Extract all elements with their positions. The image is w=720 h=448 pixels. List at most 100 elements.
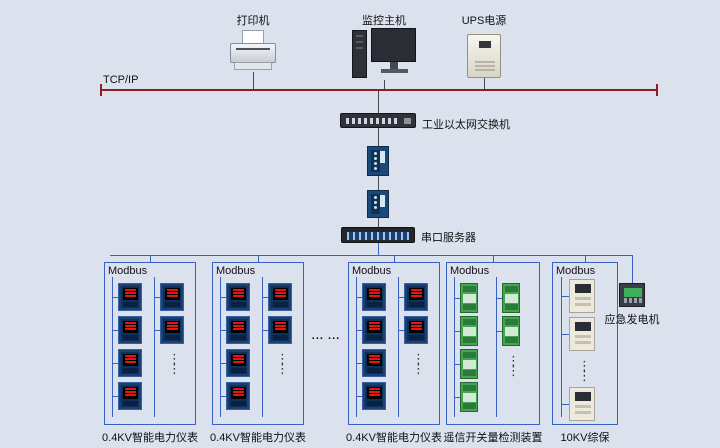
device-stub-line [220,363,226,364]
groups-continuation-dots: ... ... [311,330,341,342]
modbus-label: Modbus [216,265,256,277]
ellipsis-dots: ⋮ ⋮ [276,351,289,376]
printer-body [230,43,276,63]
device-stub-line [398,297,404,298]
printer-device [230,30,276,72]
generator-drop-line [632,255,633,283]
device-stub-line [112,363,118,364]
group-caption: 0.4KV智能电力仪表 [346,432,442,444]
power-meter-device [362,349,386,377]
printer-tray [234,62,272,70]
power-meter-device [226,283,250,311]
power-meter-device [160,316,184,344]
emergency-generator-device [619,283,645,307]
group-caption: 0.4KV智能电力仪表 [210,432,306,444]
device-stub-line [496,331,502,332]
fieldbus-line [110,255,633,256]
serial-server-label: 串口服务器 [421,232,476,244]
modbus-branch-line [112,277,113,417]
power-meter-device [226,382,250,410]
power-meter-device [118,283,142,311]
device-stub-line [356,330,362,331]
device-stub-line [561,296,569,297]
ellipsis-dots: ⋮ ⋮ [412,351,425,376]
ups-label: UPS电源 [461,15,507,27]
monitor-host-label: 监控主机 [362,15,406,27]
io-module-device [460,349,478,379]
modbus-group-5: Modbus⋮ ⋮ [552,262,618,425]
device-stub-line [112,297,118,298]
device-stub-line [454,298,460,299]
switch-uplink-line [378,91,379,113]
power-meter-device [404,283,428,311]
modbus-label: Modbus [108,265,148,277]
device-stub-line [454,397,460,398]
modbus-label: Modbus [352,265,392,277]
tcpip-bus-left-cap [100,84,102,96]
printer-slot [236,48,270,50]
power-meter-device [226,349,250,377]
fiber-converter-device [367,146,389,176]
power-meter-device [160,283,184,311]
io-module-device [460,382,478,412]
power-meter-device [118,349,142,377]
converter-tag [380,151,385,163]
relay-device [569,279,595,313]
device-stub-line [398,330,404,331]
power-meter-device [268,316,292,344]
group-drop-line [493,255,494,262]
computer-monitor [371,28,416,62]
ups-drop-line [484,78,485,89]
device-stub-line [262,297,268,298]
monitor-base [381,69,408,73]
device-stub-line [220,396,226,397]
serial-server-ports [347,232,409,240]
switch-led [404,118,411,124]
group-caption: 0.4KV智能电力仪表 [102,432,198,444]
device-stub-line [454,331,460,332]
monitor-host-device [352,28,416,80]
converter2-uplink-line [378,176,379,190]
modbus-branch-line [398,277,399,417]
device-stub-line [454,364,460,365]
power-meter-device [404,316,428,344]
modbus-group-3: Modbus ⋮ ⋮ [348,262,440,425]
modbus-group-1: Modbus⋮ ⋮ [104,262,196,425]
device-stub-line [496,298,502,299]
serial-server-device [341,227,415,243]
group-caption: 遥信开关量检测装置 [443,432,543,444]
modbus-group-4: Modbus⋮ ⋮ [446,262,540,425]
device-stub-line [154,297,160,298]
tcpip-bus-right-cap [656,84,658,96]
device-stub-line [220,330,226,331]
ethernet-switch-device [340,113,416,128]
group-drop-line [394,255,395,262]
device-stub-line [356,297,362,298]
ups-display [479,41,491,48]
ellipsis-dots: ⋮ ⋮ [507,353,520,378]
modbus-group-2: Modbus ⋮ ⋮ [212,262,304,425]
power-meter-device [226,316,250,344]
modbus-branch-line [154,277,155,417]
device-stub-line [356,363,362,364]
generator-keys [624,298,642,303]
group-drop-line [585,255,586,262]
ellipsis-dots: ⋮ ⋮ [578,358,591,383]
generator-screen [624,288,642,297]
monitor-host-drop-line [384,80,385,89]
tcpip-bus-line [100,89,658,91]
converter-led-panel [371,150,380,172]
ups-device [467,34,501,78]
device-stub-line [112,396,118,397]
device-stub-line [154,330,160,331]
power-meter-device [118,316,142,344]
tcpip-label: TCP/IP [103,74,139,86]
switch-ports [346,118,398,124]
device-stub-line [356,396,362,397]
io-module-device [502,283,520,313]
group-drop-line [258,255,259,262]
modbus-branch-line [262,277,263,417]
printer-drop-line [253,72,254,89]
modbus-branch-line [220,277,221,417]
